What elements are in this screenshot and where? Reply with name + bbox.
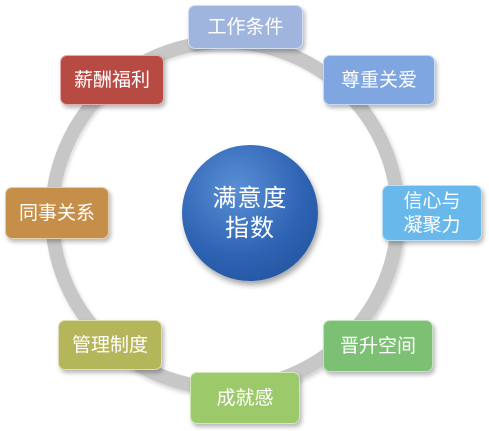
node-label: 信心与凝聚力 <box>403 190 461 236</box>
node-confidence-cohesion: 信心与凝聚力 <box>382 185 482 241</box>
node-label: 管理制度 <box>71 334 148 356</box>
node-label: 薪酬福利 <box>73 69 150 91</box>
center-circle: 满意度 指数 <box>182 145 318 281</box>
node-management-system: 管理制度 <box>58 320 162 370</box>
node-work-conditions: 工作条件 <box>188 5 303 49</box>
node-colleague-relations: 同事关系 <box>5 187 109 239</box>
node-salary-welfare: 薪酬福利 <box>60 55 164 105</box>
center-title-line-2: 指数 <box>225 214 275 242</box>
node-achievement: 成就感 <box>190 372 300 424</box>
node-label: 同事关系 <box>18 202 95 224</box>
node-respect-care: 尊重关爱 <box>323 55 435 105</box>
node-label: 工作条件 <box>207 16 284 38</box>
node-label: 晋升空间 <box>339 335 416 357</box>
node-promotion-space: 晋升空间 <box>323 320 433 372</box>
node-label: 成就感 <box>216 387 274 409</box>
node-label: 尊重关爱 <box>340 69 417 91</box>
center-title-line-1: 满意度 <box>212 184 288 212</box>
